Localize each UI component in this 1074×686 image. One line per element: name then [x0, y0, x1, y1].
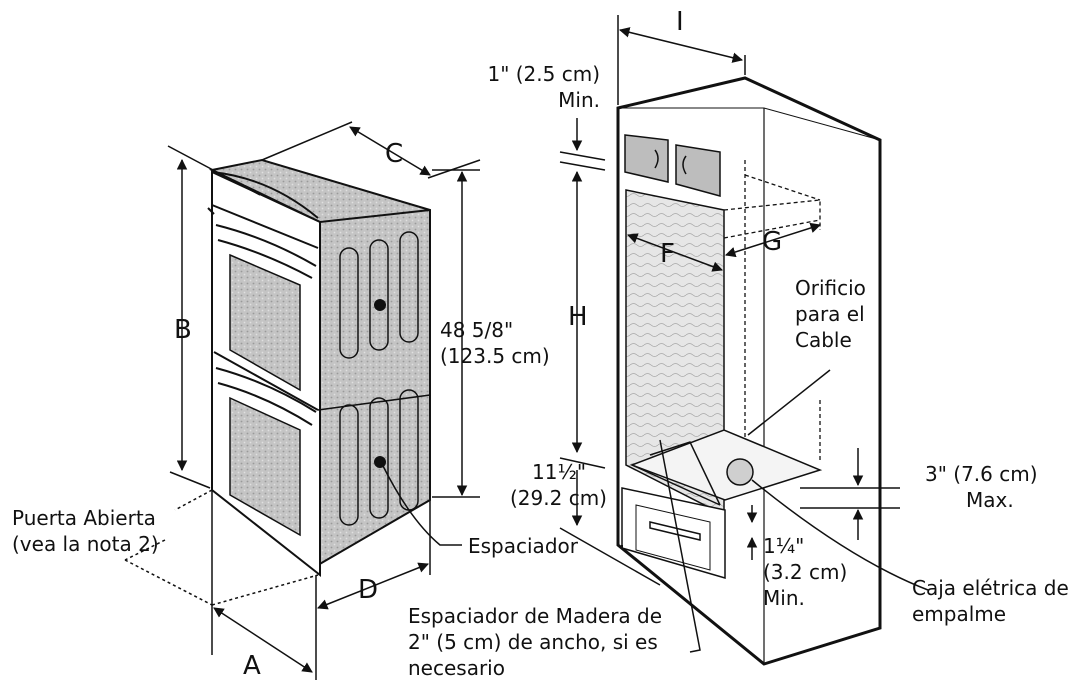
junction-max-label: Max.: [966, 488, 1014, 512]
dim-label-c: C: [385, 139, 404, 169]
dim-label-g: G: [762, 227, 783, 257]
dim-label-a: A: [243, 651, 261, 681]
drawer-clearance-min: Min.: [763, 586, 805, 610]
dim-label-i: I: [676, 7, 684, 37]
dim-label-f: F: [660, 239, 675, 269]
dim-label-d: D: [358, 575, 379, 605]
oven-height-in: 48 5/8": [440, 318, 514, 342]
junction-box-line1: Caja elétrica de: [912, 576, 1069, 600]
oven-height-cm: (123.5 cm): [440, 344, 550, 368]
wood-spacer-line2: 2" (5 cm) de ancho, si es: [408, 630, 658, 654]
door-open-note: (vea la nota 2): [12, 532, 159, 556]
dim-label-b: B: [174, 315, 192, 345]
door-open-label: Puerta Abierta: [12, 506, 156, 530]
dim-label-h: H: [568, 302, 588, 332]
cable-hole-line1: Orificio: [795, 276, 866, 300]
wood-spacer-line1: Espaciador de Madera de: [408, 604, 663, 628]
bottom-height-cm: (29.2 cm): [510, 486, 607, 510]
left-dimensions: [124, 121, 481, 680]
drawer-clearance-cm: (3.2 cm): [763, 560, 848, 584]
spacer-upper: [374, 299, 386, 311]
top-clearance-min: Min.: [558, 88, 600, 112]
cable-hole-line3: Cable: [795, 328, 852, 352]
junction-box-line2: empalme: [912, 602, 1007, 626]
drawer-clearance-in: 1¼": [763, 534, 805, 558]
spacer-label: Espaciador: [468, 534, 578, 558]
bottom-height-in: 11½": [532, 460, 587, 484]
double-oven: [207, 158, 431, 578]
junction-max-value: 3" (7.6 cm): [925, 462, 1038, 486]
top-clearance-value: 1" (2.5 cm): [487, 62, 600, 86]
wood-spacer-line3: necesario: [408, 656, 505, 680]
right-dimensions: [559, 15, 929, 653]
cable-hole-line2: para el: [795, 302, 865, 326]
